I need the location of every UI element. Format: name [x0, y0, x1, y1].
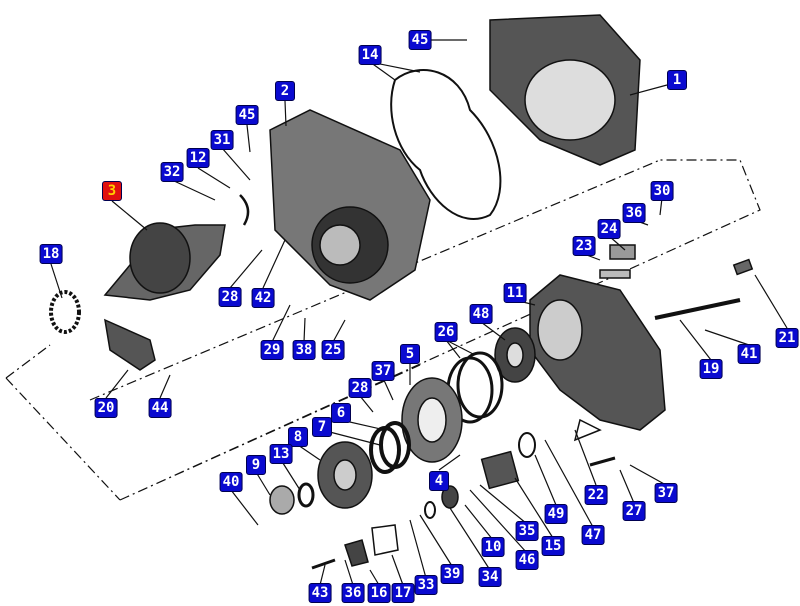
part-callout-28[interactable]: 28	[348, 378, 372, 398]
part-callout-40[interactable]: 40	[219, 472, 243, 492]
part-callout-32[interactable]: 32	[160, 162, 184, 182]
part-callout-38[interactable]: 38	[292, 340, 316, 360]
assembly-axis-line	[5, 159, 761, 501]
part-callout-24[interactable]: 24	[597, 219, 621, 239]
part-callout-35[interactable]: 35	[515, 521, 539, 541]
part-callout-3[interactable]: 3	[102, 181, 122, 201]
part-callout-43[interactable]: 43	[308, 583, 332, 603]
part-callout-7[interactable]: 7	[312, 417, 332, 437]
part-callout-37[interactable]: 37	[371, 361, 395, 381]
part-callout-42[interactable]: 42	[251, 288, 275, 308]
part-callout-28[interactable]: 28	[218, 287, 242, 307]
part-callout-14[interactable]: 14	[358, 45, 382, 65]
part-callout-17[interactable]: 17	[391, 583, 415, 603]
part-callout-37[interactable]: 37	[654, 483, 678, 503]
part-callout-2[interactable]: 2	[275, 81, 295, 101]
part-callout-11[interactable]: 11	[503, 283, 527, 303]
part-callout-34[interactable]: 34	[478, 567, 502, 587]
part-callout-16[interactable]: 16	[367, 583, 391, 603]
part-callout-22[interactable]: 22	[584, 485, 608, 505]
part-callout-23[interactable]: 23	[572, 236, 596, 256]
part-callout-45[interactable]: 45	[235, 105, 259, 125]
part-callout-36[interactable]: 36	[341, 583, 365, 603]
part-callout-12[interactable]: 12	[186, 148, 210, 168]
part-callout-33[interactable]: 33	[414, 575, 438, 595]
part-callout-48[interactable]: 48	[469, 304, 493, 324]
part-callout-4[interactable]: 4	[429, 471, 449, 491]
part-callout-26[interactable]: 26	[434, 322, 458, 342]
part-callout-49[interactable]: 49	[544, 504, 568, 524]
front-case	[269, 109, 431, 301]
part-callout-18[interactable]: 18	[39, 244, 63, 264]
part-callout-8[interactable]: 8	[288, 427, 308, 447]
part-callout-36[interactable]: 36	[622, 203, 646, 223]
part-callout-13[interactable]: 13	[269, 444, 293, 464]
part-callout-47[interactable]: 47	[581, 525, 605, 545]
part-callout-25[interactable]: 25	[321, 340, 345, 360]
part-callout-1[interactable]: 1	[667, 70, 687, 90]
part-callout-6[interactable]: 6	[331, 403, 351, 423]
part-callout-5[interactable]: 5	[400, 344, 420, 364]
part-callout-46[interactable]: 46	[515, 550, 539, 570]
part-callout-31[interactable]: 31	[210, 130, 234, 150]
part-callout-27[interactable]: 27	[622, 501, 646, 521]
gasket	[390, 69, 502, 220]
part-callout-39[interactable]: 39	[440, 564, 464, 584]
part-callout-10[interactable]: 10	[481, 537, 505, 557]
part-callout-29[interactable]: 29	[260, 340, 284, 360]
part-callout-21[interactable]: 21	[775, 328, 799, 348]
part-callout-9[interactable]: 9	[246, 455, 266, 475]
shift-fork	[104, 318, 156, 371]
part-callout-20[interactable]: 20	[94, 398, 118, 418]
part-callout-45[interactable]: 45	[408, 30, 432, 50]
part-callout-44[interactable]: 44	[148, 398, 172, 418]
part-callout-19[interactable]: 19	[699, 359, 723, 379]
part-callout-41[interactable]: 41	[737, 344, 761, 364]
part-callout-15[interactable]: 15	[541, 536, 565, 556]
part-callout-30[interactable]: 30	[650, 181, 674, 201]
